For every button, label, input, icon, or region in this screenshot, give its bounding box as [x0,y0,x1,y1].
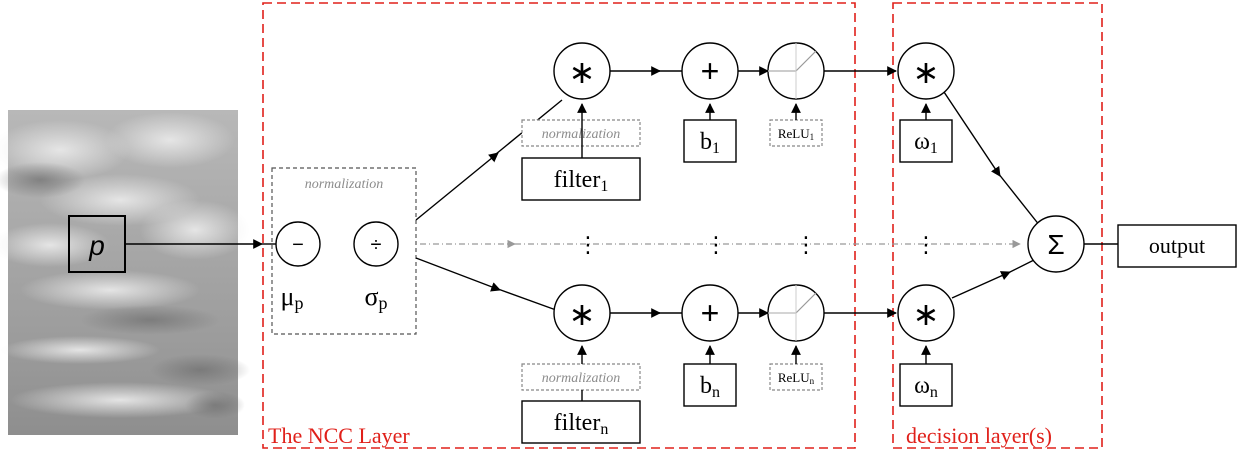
top-relu-slope [795,50,817,72]
top-bias-box[interactable] [683,119,737,163]
ellipsis-4: ⋮ [915,232,937,257]
ellipsis-2: ⋮ [705,232,727,257]
decision-bottom-weight-label: ωn [914,373,938,401]
top-branch: ∗ + normalization filter1 b1 ReLU1 [521,42,897,201]
bottom-filter-norm-label: normalization [542,371,621,386]
bottom-relu-label: ReLUn [778,370,815,386]
decision-layer-label: decision layer(s) [906,423,1052,448]
branch-top-edge [415,152,499,221]
sigma-label: σp [364,282,387,313]
top-filter-norm-label: normalization [542,127,621,142]
decision-bottom-to-sum-edge [951,271,1011,299]
bottom-bias-box[interactable] [683,363,737,407]
top-relu-label: ReLU1 [778,126,814,142]
decision-top-multiply-node [897,42,955,100]
sum-symbol: Σ [1047,229,1064,260]
normalization-label: normalization [305,177,384,192]
top-multiply-symbol: ∗ [569,54,596,90]
sky-image [0,110,250,435]
ellipsis-1: ⋮ [577,232,599,257]
bottom-relu-slope [795,292,817,314]
divide-symbol: ÷ [371,234,382,256]
input-patch-label: p [88,230,105,261]
bottom-bias-label: bn [700,373,720,401]
branch-bottom-edge-cont [497,288,557,311]
bottom-filter-label: filtern [554,410,609,438]
ncc-layer-frame [262,2,856,449]
mu-label: μp [281,282,304,313]
decision-layer-frame [892,2,1103,449]
bottom-relu-box [769,363,823,391]
top-filter-label: filter1 [554,167,609,195]
top-add-symbol: + [701,53,720,89]
branch-bottom-edge [415,257,501,292]
decision-bottom-to-sum-edge-cont [1007,259,1035,274]
bottom-filter-box[interactable] [521,400,641,444]
top-bias-label: b1 [700,129,720,157]
top-filter-norm-box [521,119,641,147]
decision-bottom-multiply-symbol: ∗ [913,296,940,332]
bottom-multiply-symbol: ∗ [569,296,596,332]
normalization-block [271,167,417,335]
decision-layer: ∗ ω1 ∗ ωn Σ [897,42,1085,407]
subtract-symbol: − [292,234,304,256]
decision-top-weight-label: ω1 [914,129,938,157]
bottom-add-symbol: + [701,295,720,331]
bottom-filter-norm-box [521,363,641,391]
decision-top-multiply-symbol: ∗ [913,54,940,90]
output-box[interactable] [1117,224,1237,268]
ncc-layer-label: The NCC Layer [268,423,410,448]
bottom-branch: ∗ + normalization filtern bn ReLUn [521,284,897,444]
subtract-node [275,221,321,267]
output-label: output [1149,233,1205,258]
decision-top-to-sum-edge [943,91,1001,177]
top-filter-box[interactable] [521,157,641,201]
ellipsis-3: ⋮ [795,232,817,257]
divide-node [353,221,399,267]
decision-top-to-sum-edge-cont [997,172,1041,227]
decision-bottom-multiply-node [897,284,955,342]
